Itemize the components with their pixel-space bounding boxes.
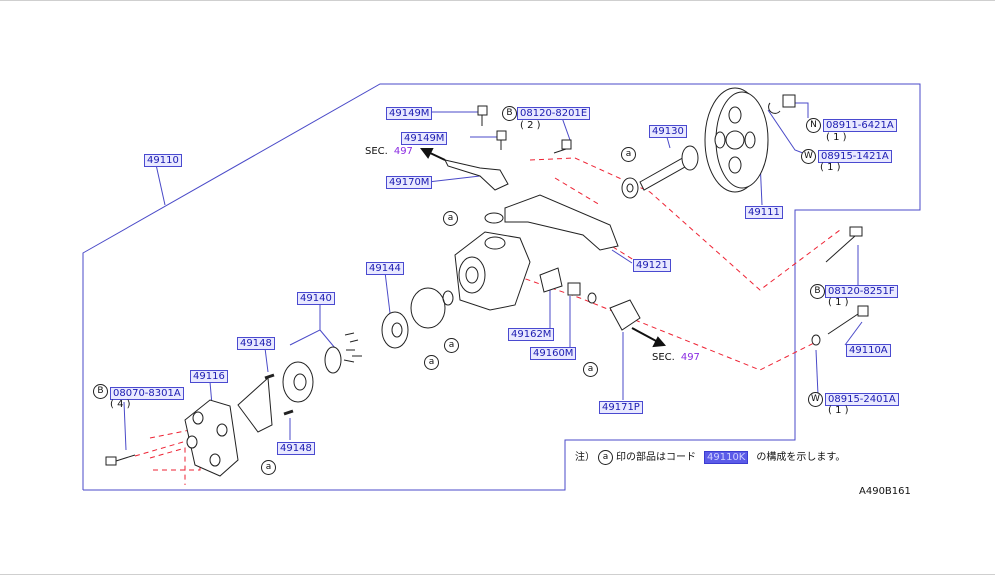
note-kit-code-link[interactable]: 49110K — [704, 451, 749, 464]
part-label-49116[interactable]: 49116 — [190, 370, 228, 383]
note-marker-a: a — [598, 449, 613, 465]
marker-W-08915-1421A: W — [801, 149, 816, 164]
section-link-497-upper[interactable]: 497 — [393, 146, 413, 157]
part-label-08915-1421A[interactable]: 08915-1421A — [818, 150, 892, 163]
part-label-49162M[interactable]: 49162M — [508, 328, 555, 341]
marker-a-shaft: a — [621, 147, 636, 162]
part-label-49110[interactable]: 49110 — [144, 154, 182, 167]
marker-a-oring: a — [424, 355, 439, 370]
note-text-after: の構成を示します。 — [756, 452, 846, 463]
marker-B-08120-8201E: B — [502, 106, 517, 121]
quantity-08120-8201E: ( 2 ) — [520, 120, 541, 131]
bottom-border — [0, 574, 995, 575]
marker-a-gasket: a — [261, 460, 276, 475]
part-label-08911-6421A[interactable]: 08911-6421A — [823, 119, 897, 132]
leader-lines — [123, 102, 863, 451]
section-link-497-lower[interactable]: 497 — [680, 352, 700, 363]
alignment-lines — [134, 157, 841, 485]
quantity-08911-6421A: ( 1 ) — [826, 132, 847, 143]
part-label-49160M[interactable]: 49160M — [530, 347, 577, 360]
part-label-49144[interactable]: 49144 — [366, 262, 404, 275]
part-label-49148-upper[interactable]: 49148 — [237, 337, 275, 350]
note-prefix: 注） — [575, 452, 595, 463]
drawing-code: A490B161 — [859, 486, 911, 497]
quantity-08070-8301A: ( 4 ) — [110, 399, 131, 410]
marker-W-08915-2401A: W — [808, 392, 823, 407]
quantity-08915-1421A: ( 1 ) — [820, 162, 841, 173]
part-label-49111[interactable]: 49111 — [745, 206, 783, 219]
quantity-08120-8251F: ( 1 ) — [828, 297, 849, 308]
marker-B-08120-8251F: B — [810, 284, 825, 299]
section-ref-lower: SEC.497 — [652, 352, 700, 363]
assembly-boundary — [82, 83, 921, 491]
part-label-08120-8201E[interactable]: 08120-8201E — [517, 107, 591, 120]
marker-a-valve: a — [583, 362, 598, 377]
part-label-49121[interactable]: 49121 — [633, 259, 671, 272]
section-ref-upper: SEC.497 — [365, 146, 413, 157]
part-label-49171P[interactable]: 49171P — [599, 401, 643, 414]
part-label-08070-8301A[interactable]: 08070-8301A — [110, 387, 184, 400]
marker-a-oring-small: a — [444, 338, 459, 353]
part-label-49149M-upper[interactable]: 49149M — [386, 107, 433, 120]
note-text-before: 印の部品はコード — [616, 452, 696, 463]
part-label-49148-lower[interactable]: 49148 — [277, 442, 315, 455]
part-label-49130[interactable]: 49130 — [649, 125, 687, 138]
part-graphics — [105, 87, 869, 477]
part-label-08915-2401A[interactable]: 08915-2401A — [825, 393, 899, 406]
quantity-08915-2401A: ( 1 ) — [828, 405, 849, 416]
marker-a-bracket: a — [443, 211, 458, 226]
section-arrows — [420, 148, 667, 348]
part-label-08120-8251F[interactable]: 08120-8251F — [825, 285, 898, 298]
part-label-49110A[interactable]: 49110A — [846, 344, 891, 357]
part-label-49149M-lower[interactable]: 49149M — [401, 132, 448, 145]
marker-N: N — [806, 118, 821, 133]
part-label-49140[interactable]: 49140 — [297, 292, 335, 305]
top-border — [0, 0, 995, 1]
part-label-49170M[interactable]: 49170M — [386, 176, 433, 189]
marker-B-08070-8301A: B — [93, 384, 108, 399]
